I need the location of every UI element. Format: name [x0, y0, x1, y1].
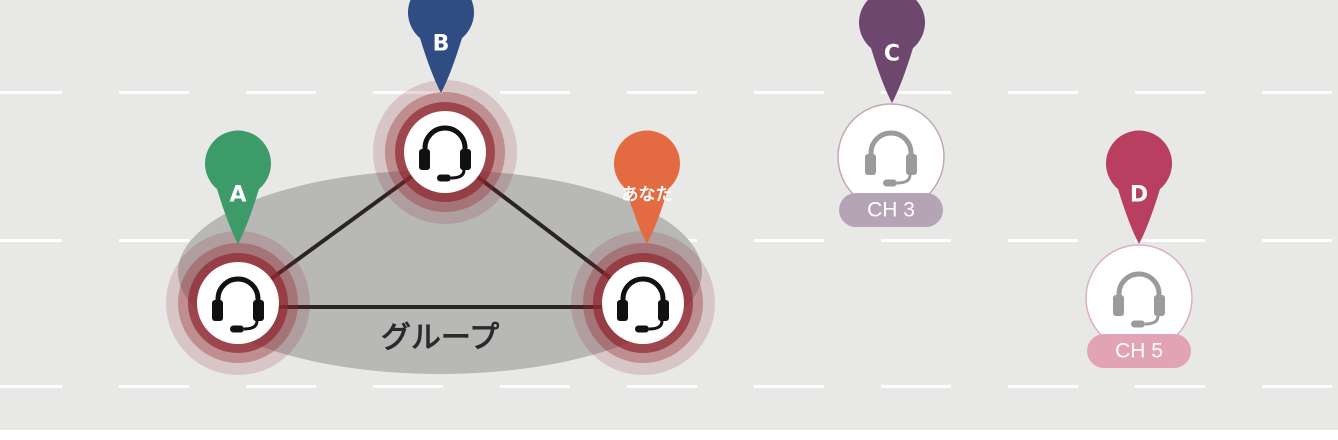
lane-dash: [246, 91, 316, 94]
lane-dash: [1135, 385, 1205, 388]
group-area: [178, 170, 702, 374]
lane-dash: [373, 385, 443, 388]
headset-badge: [197, 262, 279, 344]
lane-dash: [1008, 385, 1078, 388]
pin-marker-icon: [1106, 130, 1172, 244]
lane-dash: [627, 91, 697, 94]
lane-dash: [0, 239, 62, 242]
lane-dash: [119, 385, 189, 388]
pin-marker-icon: [408, 0, 474, 93]
channel-d-label: CH 5: [1115, 340, 1163, 363]
pin-marker-icon: [614, 130, 680, 244]
lane-dash: [119, 239, 189, 242]
pin-d[interactable]: D: [1106, 130, 1172, 244]
pin-c-label: C: [884, 42, 900, 67]
lane-dash: [0, 91, 62, 94]
pin-a-label: A: [229, 183, 246, 208]
lane-dash: [373, 91, 443, 94]
lane-dash: [500, 385, 570, 388]
lane-dash: [881, 239, 951, 242]
pin-a[interactable]: A: [205, 130, 271, 244]
pin-c[interactable]: C: [859, 0, 925, 103]
group-label: グループ: [381, 321, 500, 356]
pin-you-label: あなた: [622, 185, 673, 205]
lane-dash: [1262, 385, 1332, 388]
lane-dash: [1135, 91, 1205, 94]
lane-dash: [754, 239, 824, 242]
channel-c-label: CH 3: [867, 199, 915, 222]
lane-dash: [1008, 91, 1078, 94]
lane-dash: [1008, 239, 1078, 242]
node-you[interactable]: [571, 231, 715, 375]
pin-marker-icon: [205, 130, 271, 244]
headset-badge: [404, 111, 486, 193]
lane-dash: [881, 385, 951, 388]
lane-dash: [627, 385, 697, 388]
lane-dash: [1262, 239, 1332, 242]
channel-pill: [1087, 334, 1191, 368]
node-b[interactable]: [373, 80, 517, 224]
pin-marker-icon: [859, 0, 925, 103]
channel-badge-c: CH 3: [839, 193, 943, 227]
lane-dash: [119, 91, 189, 94]
lane-dash: [1135, 239, 1205, 242]
pin-d-label: D: [1130, 183, 1148, 208]
channel-badge-d: CH 5: [1087, 334, 1191, 368]
lane-dash: [0, 385, 62, 388]
lane-dash: [754, 385, 824, 388]
lane-dash: [881, 91, 951, 94]
pin-b[interactable]: B: [408, 0, 474, 93]
pin-b-label: B: [433, 32, 450, 57]
lane-dash: [246, 385, 316, 388]
lane-dash: [1262, 91, 1332, 94]
headset-badge: [602, 262, 684, 344]
lane-dash: [754, 91, 824, 94]
node-a[interactable]: [166, 231, 310, 375]
channel-pill: [839, 193, 943, 227]
pin-you[interactable]: あなた: [614, 130, 680, 244]
lane-markings: [0, 91, 1332, 388]
lane-dash: [500, 91, 570, 94]
